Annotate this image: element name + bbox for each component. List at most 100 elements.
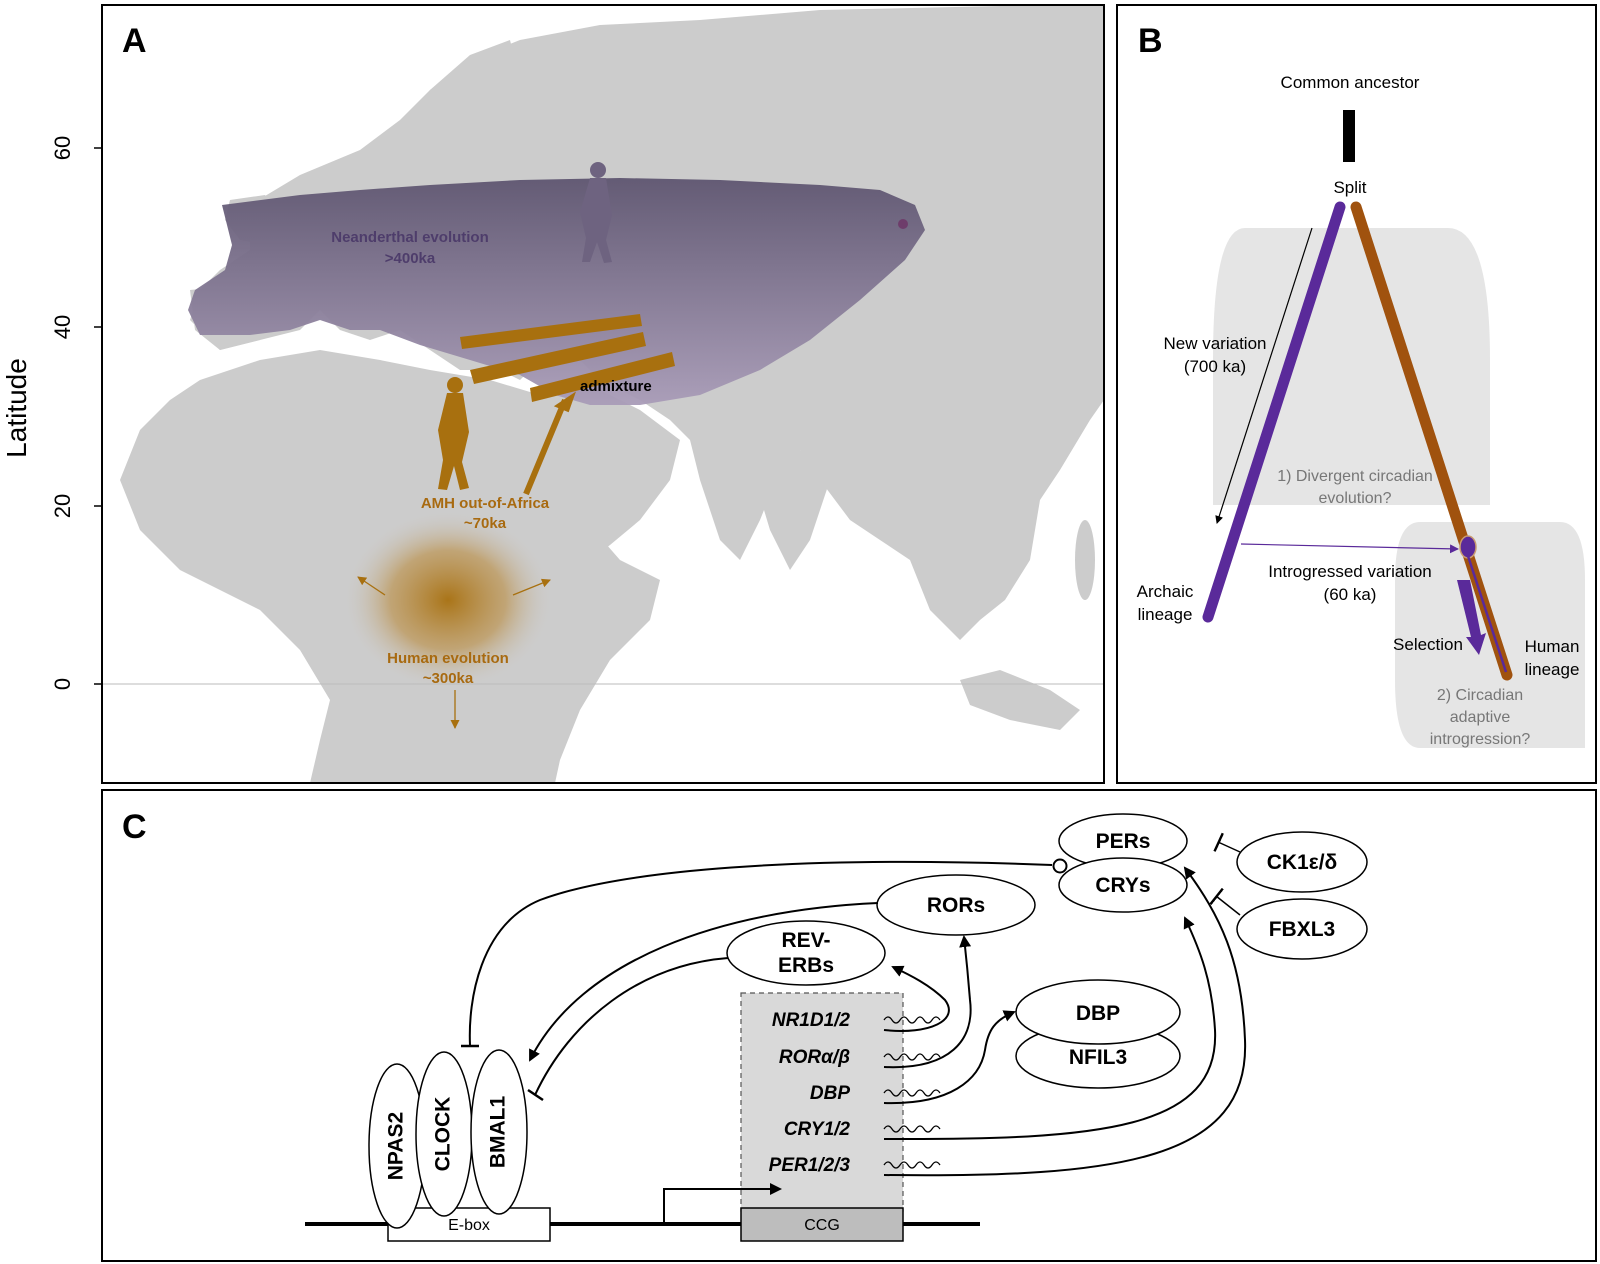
neanderthal-label-line1: Neanderthal evolution xyxy=(331,229,489,246)
panel-c-letter: C xyxy=(122,808,147,846)
rors-activation-arrow xyxy=(529,902,879,1062)
reverbs-repression-bar xyxy=(527,1088,544,1102)
gene-per: PER1/2/3 xyxy=(769,1155,851,1176)
introgressed-label-line1: Introgressed variation xyxy=(1268,562,1431,581)
gene-ror: RORα/β xyxy=(779,1047,850,1068)
y-tick-60: 60 xyxy=(50,136,75,160)
crys-label: CRYs xyxy=(1095,874,1150,897)
human-label-line2: lineage xyxy=(1525,660,1580,679)
per-to-pers-arrow xyxy=(883,866,1247,1177)
rors-node xyxy=(876,874,1036,936)
divergent-label-line2: evolution? xyxy=(1319,490,1392,507)
panel-c: C E-box CCG NPAS2 CLOCK BMAL1 NR1D1/2 RO… xyxy=(101,789,1597,1262)
y-tick-20: 20 xyxy=(50,494,75,518)
npas2-label: NPAS2 xyxy=(385,1112,408,1180)
adaptive-label-line2: adaptive xyxy=(1450,709,1511,726)
rors-label: RORs xyxy=(927,894,985,917)
panel-b: B Common ancestor Split New variation (7… xyxy=(1116,4,1597,784)
out-of-africa-arrow xyxy=(523,398,568,496)
ccg-box xyxy=(740,1207,904,1242)
scandinavia-land xyxy=(400,40,520,175)
out-of-africa-arrowhead xyxy=(553,391,576,413)
ccg-label: CCG xyxy=(804,1217,840,1234)
introgression-arrow xyxy=(1240,543,1459,554)
introgressed-track xyxy=(1466,555,1508,673)
dbp-to-dbp-arrow xyxy=(883,1010,1016,1105)
amh-label-line1: AMH out-of-Africa xyxy=(421,495,550,512)
split-label: Split xyxy=(1333,178,1366,197)
human-evolution-label-line2: ~300ka xyxy=(423,670,474,687)
panel-a-letter: A xyxy=(122,22,147,60)
fbxl3-node xyxy=(1236,898,1368,960)
new-variation-label-line1: New variation xyxy=(1164,334,1267,353)
nfil3-label: NFIL3 xyxy=(1069,1046,1127,1069)
y-tick-40: 40 xyxy=(50,315,75,339)
dispersal-arrow-west xyxy=(357,576,386,596)
archaic-label-line2: lineage xyxy=(1138,605,1193,624)
reverbs-repression-line xyxy=(534,957,729,1096)
pers-label: PERs xyxy=(1096,830,1151,853)
archaic-label-line1: Archaic xyxy=(1137,582,1194,601)
human-evolution-label-line1: Human evolution xyxy=(387,650,509,667)
reverbs-label-line1: REV- xyxy=(781,929,830,952)
human-label-line1: Human xyxy=(1525,637,1580,656)
divergent-label-line1: 1) Divergent circadian xyxy=(1277,468,1433,485)
ancestor-bar xyxy=(1343,110,1355,162)
amh-silhouette xyxy=(438,377,469,490)
ck1-node xyxy=(1236,831,1368,893)
adaptive-label-line1: 2) Circadian xyxy=(1437,687,1523,704)
bmal1-node xyxy=(470,1049,528,1215)
dbp-protein-label: DBP xyxy=(1076,1002,1120,1025)
gene-nr1d: NR1D1/2 xyxy=(772,1010,851,1031)
ck1-label: CK1ε/δ xyxy=(1267,851,1338,874)
divergent-region xyxy=(1213,228,1490,505)
dbp-protein-node xyxy=(1015,979,1181,1045)
gene-cry: CRY1/2 xyxy=(784,1119,851,1140)
reverbs-label-line2: ERBs xyxy=(778,954,834,977)
archaic-lineage xyxy=(1202,201,1346,623)
reverbs-node xyxy=(726,920,886,986)
crys-node xyxy=(1058,857,1188,913)
south-asia-land xyxy=(755,440,830,570)
introgression-point xyxy=(1459,535,1477,559)
fbxl3-label: FBXL3 xyxy=(1269,918,1336,941)
ror-to-rors-arrow xyxy=(883,935,972,1069)
percry-repression-line xyxy=(468,860,1053,1046)
clock-label: CLOCK xyxy=(432,1097,455,1172)
philippines-land xyxy=(1075,520,1095,600)
admixture-stripes xyxy=(460,314,675,402)
neanderthal-range xyxy=(188,178,925,405)
human-origin-glow xyxy=(343,510,553,690)
introgressed-label-line2: (60 ka) xyxy=(1324,585,1377,604)
selection-arrow xyxy=(1457,580,1486,655)
ebox-label: E-box xyxy=(448,1217,490,1234)
amh-label-line2: ~70ka xyxy=(464,515,507,532)
indonesia-land xyxy=(960,670,1080,730)
admixture-label: admixture xyxy=(580,378,652,395)
bmal1-label: BMAL1 xyxy=(487,1096,510,1169)
cry-to-crys-arrow xyxy=(883,916,1217,1141)
transcription-start-arrow xyxy=(663,1183,782,1222)
east-site-marker xyxy=(898,219,908,229)
new-variation-label-line2: (700 ka) xyxy=(1184,357,1246,376)
selection-label: Selection xyxy=(1393,635,1463,654)
gene-dbp: DBP xyxy=(810,1083,850,1104)
neanderthal-label-line2: >400ka xyxy=(385,250,436,267)
panel-b-letter: B xyxy=(1138,22,1163,60)
latitude-axis: 60 40 20 0 Latitude xyxy=(1,136,102,690)
percry-complex-marker xyxy=(1052,858,1068,874)
nr1d-to-reverbs-arrow xyxy=(883,965,950,1032)
y-axis-title: Latitude xyxy=(1,358,32,458)
panel-a: Neanderthal evolution >400ka admixture A… xyxy=(1,4,1105,784)
ebox-box xyxy=(387,1207,551,1242)
new-variation-arrow xyxy=(1215,227,1313,524)
ck1-inhibition xyxy=(1213,832,1241,853)
world-map: Neanderthal evolution >400ka admixture A… xyxy=(103,6,1103,782)
neanderthal-silhouette xyxy=(580,162,612,263)
dispersal-arrow-east xyxy=(512,578,551,596)
y-tick-0: 0 xyxy=(50,678,75,690)
common-ancestor-label: Common ancestor xyxy=(1281,73,1420,92)
fbxl3-inhibition xyxy=(1209,887,1241,916)
adaptive-label-line3: introgression? xyxy=(1430,731,1531,748)
